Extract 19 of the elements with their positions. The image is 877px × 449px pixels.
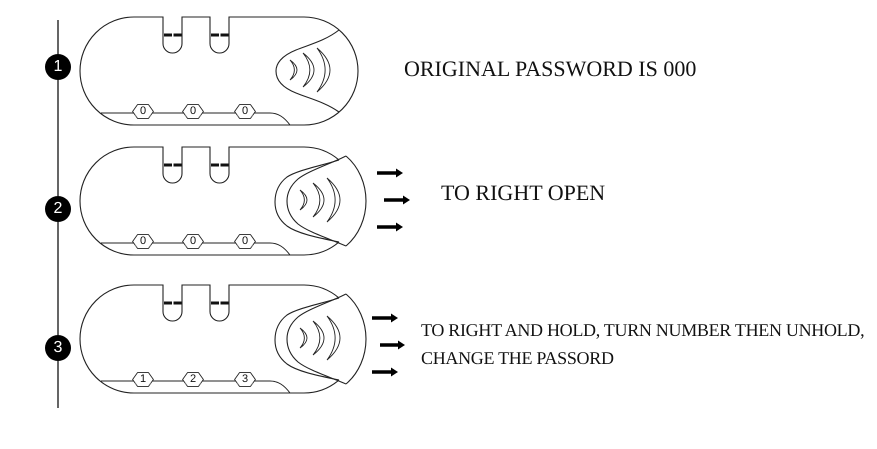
instruction-text: TO RIGHT AND HOLD, TURN NUMBER THEN UNHOLD, CHANGE THE PASSORD bbox=[421, 319, 866, 370]
timeline-line bbox=[57, 80, 59, 196]
timeline-line bbox=[57, 20, 59, 54]
number-dial: 3 bbox=[234, 372, 256, 386]
number-dial: 0 bbox=[182, 104, 204, 118]
step-number-marker: 2 bbox=[45, 196, 71, 222]
number-dial: 0 bbox=[132, 234, 154, 248]
number-dial: 0 bbox=[182, 234, 204, 248]
number-dial: 2 bbox=[182, 372, 204, 386]
number-dial: 0 bbox=[234, 234, 256, 248]
instruction-text: ORIGINAL PASSWORD IS 000 bbox=[404, 56, 696, 82]
timeline-line bbox=[57, 222, 59, 335]
step-number-marker: 3 bbox=[45, 335, 71, 361]
instruction-text: TO RIGHT OPEN bbox=[441, 180, 606, 206]
step-number-marker: 1 bbox=[45, 54, 71, 80]
number-dial: 0 bbox=[132, 104, 154, 118]
number-dial: 1 bbox=[132, 372, 154, 386]
timeline-line bbox=[57, 361, 59, 408]
number-dial: 0 bbox=[234, 104, 256, 118]
